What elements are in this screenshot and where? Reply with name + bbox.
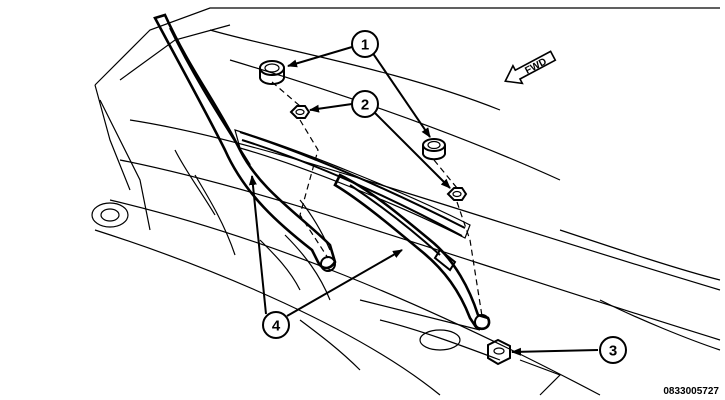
pivot-caps <box>259 60 446 161</box>
pivot-nut-right <box>446 187 468 201</box>
callout-4-label: 4 <box>272 318 281 335</box>
callout-2: 2 <box>351 90 379 118</box>
forward-label: FWD <box>523 56 548 76</box>
callout-1: 1 <box>351 30 379 58</box>
alignment-lines <box>271 81 483 317</box>
callout-3-label: 3 <box>609 343 617 360</box>
pivot-nuts <box>289 105 468 201</box>
pivot-cap-left <box>259 60 285 85</box>
leader-lines <box>248 46 599 356</box>
wiper-blade <box>239 131 466 237</box>
figure-id: 0833005727 <box>663 386 719 397</box>
arm-pivot-stud <box>487 338 511 366</box>
vehicle-body-linework <box>91 7 721 396</box>
right-wiper-arm <box>333 173 491 331</box>
callout-4: 4 <box>262 311 290 339</box>
callout-2-label: 2 <box>361 97 369 114</box>
callout-3: 3 <box>599 336 627 364</box>
pivot-cap-right <box>422 138 446 161</box>
callout-1-label: 1 <box>361 37 369 54</box>
forward-direction-arrow: FWD <box>504 50 557 85</box>
pivot-nut-left <box>289 105 311 119</box>
